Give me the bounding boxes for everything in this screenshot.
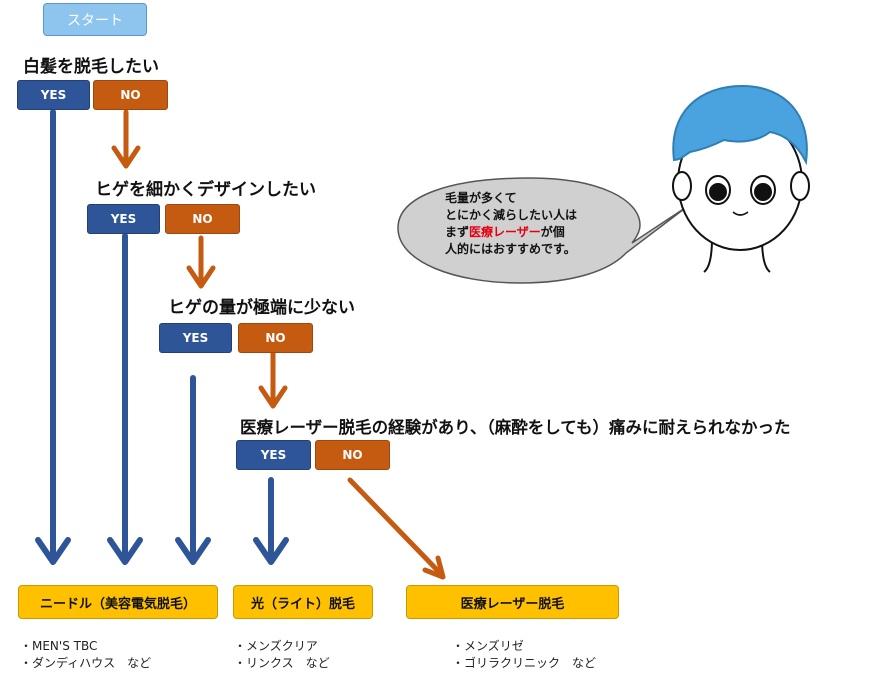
list-item: ・リンクス など bbox=[234, 656, 330, 670]
list-item: ・MEN'S TBC bbox=[20, 639, 98, 653]
bubble-text-part: まず bbox=[445, 225, 470, 239]
arrow-no-4 bbox=[347, 477, 445, 578]
bubble-line: 毛量が多くて bbox=[445, 191, 517, 205]
arrow-yes-4-head bbox=[253, 537, 289, 565]
speech-bubble bbox=[397, 177, 689, 284]
result-light: 光（ライト）脱毛 bbox=[233, 585, 373, 619]
question-1: 白髪を脱毛したい bbox=[23, 57, 159, 77]
arrow-no-2-head bbox=[186, 265, 216, 289]
question-3: ヒゲの量が極端に少ない bbox=[168, 298, 355, 318]
result-medical-laser-list: ・メンズリゼ ・ゴリラクリニック など bbox=[452, 638, 596, 672]
arrow-yes-3-head bbox=[175, 537, 211, 565]
no-button-3: NO bbox=[238, 323, 313, 353]
bubble-text-part: が個 bbox=[540, 225, 565, 239]
yes-button-4: YES bbox=[236, 440, 311, 470]
boy-illustration bbox=[672, 84, 810, 273]
result-light-list: ・メンズクリア ・リンクス など bbox=[234, 638, 330, 672]
list-item: ・ゴリラクリニック など bbox=[452, 656, 597, 670]
yes-button-3: YES bbox=[159, 323, 232, 353]
no-button-2: NO bbox=[165, 204, 240, 234]
bubble-line: まず医療レーザーが個 bbox=[445, 224, 577, 241]
arrow-no-1-head bbox=[111, 145, 141, 169]
question-4: 医療レーザー脱毛の経験があり、（麻酔をしても）痛みに耐えられなかった bbox=[240, 418, 791, 437]
bubble-line: 人的にはおすすめです。 bbox=[445, 242, 576, 256]
no-button-4: NO bbox=[315, 440, 390, 470]
yes-button-2: YES bbox=[87, 204, 160, 234]
start-box: スタート bbox=[43, 3, 147, 36]
result-needle-list: ・MEN'S TBC ・ダンディハウス など bbox=[20, 638, 151, 672]
result-medical-laser: 医療レーザー脱毛 bbox=[406, 585, 619, 619]
arrow-no-3-head bbox=[258, 385, 288, 409]
yes-button-1: YES bbox=[17, 80, 90, 110]
bubble-highlight: 医療レーザー bbox=[469, 225, 541, 239]
list-item: ・メンズクリア bbox=[234, 639, 318, 653]
list-item: ・メンズリゼ bbox=[452, 639, 524, 653]
arrow-no-4-head bbox=[422, 555, 446, 580]
arrow-yes-2-head bbox=[107, 537, 143, 565]
result-needle: ニードル（美容電気脱毛） bbox=[18, 585, 218, 619]
bubble-text: 毛量が多くて とにかく減らしたい人は まず医療レーザーが個 人的にはおすすめです… bbox=[445, 190, 577, 258]
arrow-yes-1-head bbox=[35, 537, 71, 565]
list-item: ・ダンディハウス など bbox=[20, 656, 152, 670]
no-button-1: NO bbox=[93, 80, 168, 110]
bubble-line: とにかく減らしたい人は bbox=[445, 208, 578, 222]
question-2: ヒゲを細かくデザインしたい bbox=[95, 180, 316, 200]
